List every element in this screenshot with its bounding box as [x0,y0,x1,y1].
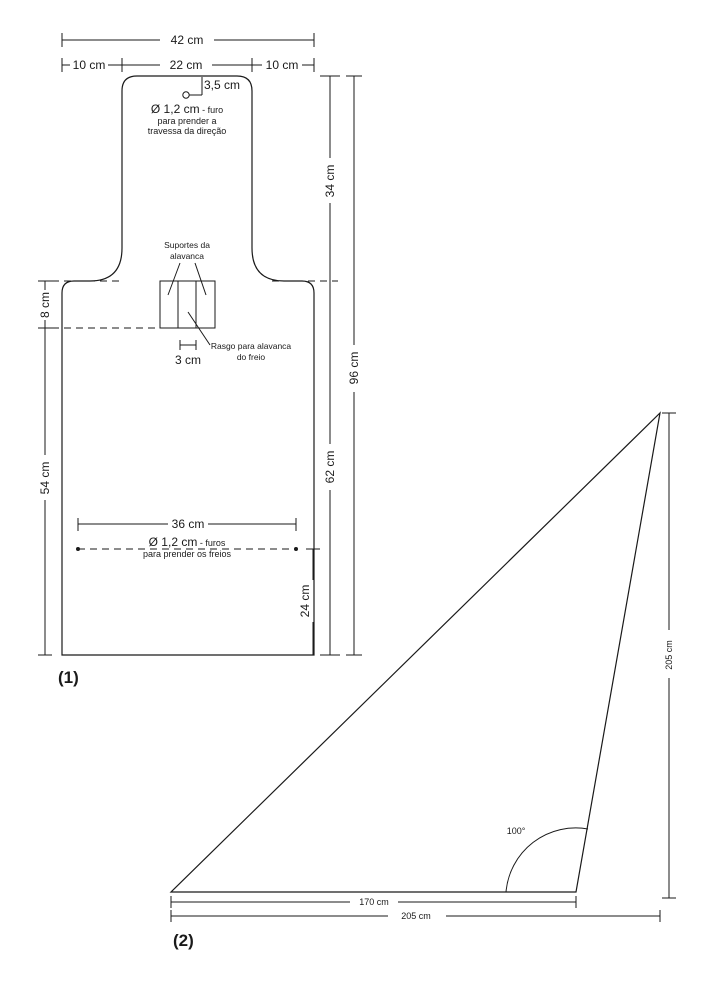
figure-2-label: (2) [173,931,194,950]
figure-2-triangle: 170 cm 205 cm 205 cm 100° (2) [169,411,676,950]
top-hole-suffix: - furo [200,105,224,115]
slot-leader [187,311,211,346]
figure-1-board: 42 cm 10 cm 22 cm 10 cm 3,5 cm Ø 1,2 cm … [38,33,362,687]
supports-leader-left [167,262,181,296]
top-hole-note-line1: Ø 1,2 cm - furo [151,102,223,116]
dim-8-label: 8 cm [38,292,52,318]
brake-holes-note-line1: Ø 1,2 cm - furos [149,535,226,549]
dim-10-left-label: 10 cm [73,58,106,72]
top-hole-note-line2: para prender a [157,116,216,126]
dim-170-label: 170 cm [359,897,389,907]
figure-1-label: (1) [58,668,79,687]
supports-note-line2: alavanca [170,251,204,261]
dim-42-label: 42 cm [171,33,204,47]
brake-holes-note-line2: para prender os freios [143,549,232,559]
supports-note-line1: Suportes da [164,240,210,250]
dim-3-5-label: 3,5 cm [204,78,240,92]
dim-34-label: 34 cm [323,165,337,198]
slot-note-line1: Rasgo para alavanca [211,341,292,351]
dim-54-label: 54 cm [38,462,52,495]
angle-arc [505,827,589,893]
dim-10-right-label: 10 cm [266,58,299,72]
supports-leader-right [194,262,207,296]
lever-support-block [159,280,216,329]
brake-hole-left [76,547,80,551]
triangle-outline [169,411,661,893]
slot-note-line2: do freio [237,352,266,362]
dim-22-label: 22 cm [170,58,203,72]
dim-96-label: 96 cm [347,352,361,385]
brake-holes-diameter: Ø 1,2 cm [149,535,198,549]
dim-24-label: 24 cm [298,585,312,618]
dim-36-label: 36 cm [172,517,205,531]
top-hole-note-line3: travessa da direção [148,126,227,136]
top-hole-diameter: Ø 1,2 cm [151,102,200,116]
dim-3-label: 3 cm [175,353,201,367]
dim-62-label: 62 cm [323,451,337,484]
brake-holes-suffix: - furos [197,538,226,548]
top-hole [182,91,190,99]
dim-205-base-label: 205 cm [401,911,431,921]
brake-hole-right [294,547,298,551]
dim-205-height-label: 205 cm [664,640,674,670]
angle-label: 100° [507,826,526,836]
